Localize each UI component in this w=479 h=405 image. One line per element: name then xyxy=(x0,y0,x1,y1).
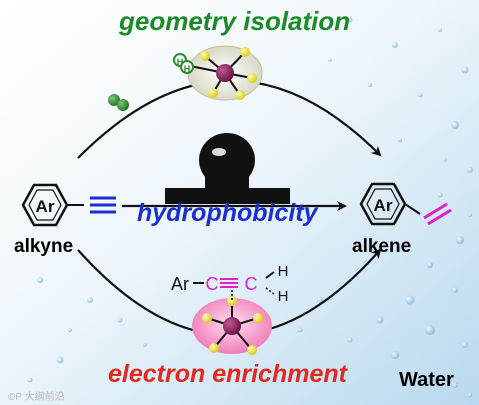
middle-label: hydrophobicity xyxy=(137,199,318,227)
watermark: ©P 大纲前沿 xyxy=(8,392,65,403)
hydrophobic-surface xyxy=(165,133,290,204)
ring-label-right: Ar xyxy=(374,196,393,215)
triple-bond-icon xyxy=(90,196,116,214)
double-bond-icon xyxy=(423,202,452,226)
alkyne-benzene-ring xyxy=(21,183,84,227)
bottom-metal-complex xyxy=(192,296,272,355)
top-metal-complex xyxy=(173,45,263,101)
reagent-ar: Ar xyxy=(171,274,189,294)
water-droplets xyxy=(27,17,473,397)
alkene-benzene-ring xyxy=(359,182,421,226)
reagent-h1: H xyxy=(278,263,289,280)
hydrogen-label-1: H xyxy=(177,57,184,67)
top-label: geometry isolation xyxy=(119,6,351,36)
ring-label-left: Ar xyxy=(36,197,55,216)
reagent-c1: C xyxy=(206,274,219,294)
bottom-label: electron enrichment xyxy=(108,360,347,388)
reagent-h2: H xyxy=(278,288,289,305)
reagent-bonds xyxy=(193,271,275,302)
water-label: Water xyxy=(399,369,454,391)
reagent-c2: C xyxy=(245,274,258,294)
hydrogen-molecule-icon xyxy=(108,94,129,111)
alkene-label: alkene xyxy=(352,236,412,257)
hydrogen-label-2: H xyxy=(184,64,191,74)
alkyne-label: alkyne xyxy=(14,236,74,257)
